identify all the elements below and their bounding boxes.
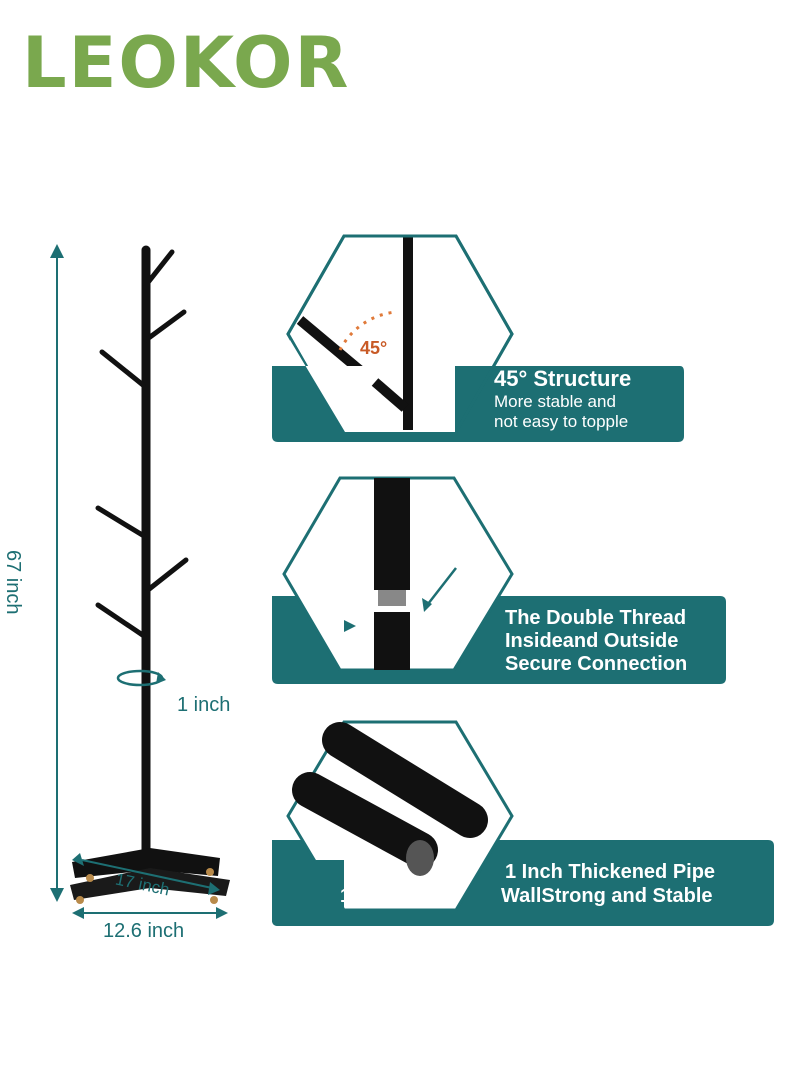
- feature-1-title: 45° Structure: [494, 366, 632, 391]
- feature-panel-3: [272, 720, 774, 926]
- base-width-label: 12.6 inch: [103, 920, 185, 942]
- feature-3-line-1: 1 Inch Thickened Pipe: [505, 861, 716, 883]
- brand-logo: LEOKOR: [22, 22, 351, 104]
- angle-badge: 45°: [360, 338, 388, 358]
- base-diagonal-arrow: [72, 853, 220, 895]
- feature-1-line-1: More stable and: [494, 392, 616, 411]
- feature-2-line-2: Insideand Outside: [505, 630, 679, 652]
- feature-1-line-2: not easy to topple: [494, 412, 629, 431]
- feature-3-line-2: WallStrong and Stable: [501, 885, 713, 907]
- coat-rack: [95, 245, 189, 863]
- base-width-arrow: [72, 907, 228, 919]
- rack-base: [70, 848, 230, 904]
- pipe-diameter-label: 1 inch: [177, 694, 231, 716]
- pipe-badge: 1 inch: [340, 886, 395, 907]
- feature-2-line-3: Secure Connection: [505, 653, 688, 675]
- height-dimension-arrow: [50, 244, 64, 902]
- feature-panel-1: [272, 234, 684, 442]
- feature-panel-2: [272, 476, 726, 684]
- rotation-arrow-icon: [116, 669, 166, 687]
- height-label: 67 inch: [2, 550, 24, 615]
- feature-2-line-1: The Double Thread: [505, 607, 687, 629]
